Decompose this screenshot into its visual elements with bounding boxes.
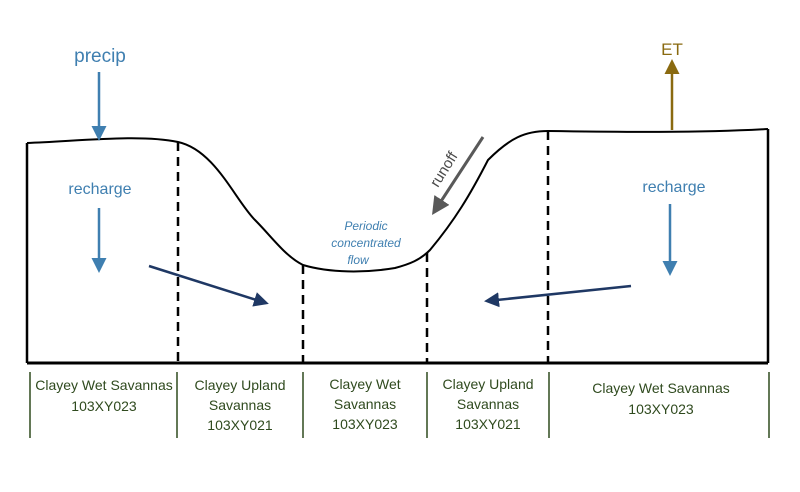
zone-label-3: Clayey Wet Savannas 103XY023	[329, 376, 400, 432]
zone-label-5-line2: 103XY023	[628, 401, 694, 417]
periodic-flow-label-line3: flow	[347, 253, 370, 267]
runoff-label: runoff	[427, 148, 462, 190]
zone-label-5-line1: Clayey Wet Savannas	[592, 380, 729, 396]
zone-label-4-line3: 103XY021	[455, 416, 521, 432]
zone-label-3-line3: 103XY023	[332, 416, 398, 432]
groundwater-flow-left-arrow	[148, 264, 269, 307]
zone-label-5: Clayey Wet Savannas 103XY023	[592, 380, 729, 417]
ground-surface-profile	[26, 128, 769, 273]
et-label: ET	[661, 40, 683, 59]
runoff-arrow	[432, 136, 485, 216]
zone-label-4-line1: Clayey Upland	[442, 376, 533, 392]
zone-label-2: Clayey Upland Savannas 103XY021	[194, 377, 285, 433]
zone-label-4-line2: Savannas	[457, 396, 519, 412]
zone-label-1-line1: Clayey Wet Savannas	[35, 377, 172, 393]
zone-label-2-line2: Savannas	[209, 397, 271, 413]
recharge-right-label: recharge	[642, 179, 705, 196]
zone-label-3-line1: Clayey Wet	[329, 376, 400, 392]
zone-label-1-line2: 103XY023	[71, 398, 137, 414]
zone-label-4: Clayey Upland Savannas 103XY021	[442, 376, 533, 432]
zone-label-1: Clayey Wet Savannas 103XY023	[35, 377, 172, 414]
zone-label-2-line3: 103XY021	[207, 417, 273, 433]
zone-label-2-line1: Clayey Upland	[194, 377, 285, 393]
groundwater-flow-right-arrow	[484, 284, 632, 308]
recharge-left-label: recharge	[68, 181, 131, 198]
zone-label-3-line2: Savannas	[334, 396, 396, 412]
precip-label: precip	[74, 46, 126, 67]
periodic-flow-label-line1: Periodic	[344, 219, 387, 233]
periodic-flow-label-line2: concentrated	[331, 236, 401, 250]
